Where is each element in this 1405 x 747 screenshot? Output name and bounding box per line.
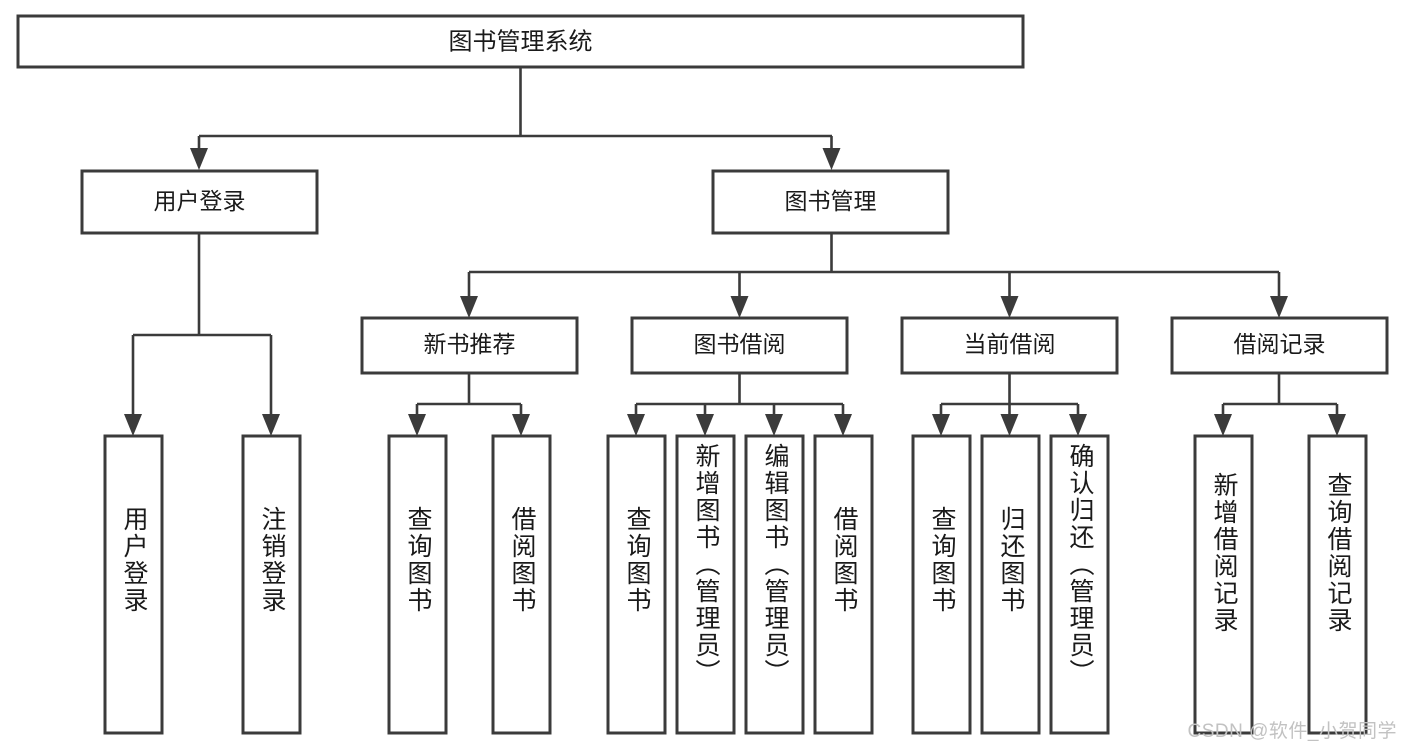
node-root-box[interactable] <box>16 14 1025 69</box>
node-book-manage-box[interactable] <box>711 169 950 235</box>
arrowhead-leaf-confirm-return <box>1069 414 1087 436</box>
arrowhead-leaf-edit-book <box>765 414 783 436</box>
connector-group-new-book-recommend <box>408 373 530 436</box>
leaf-box-borrow-book-2[interactable] <box>813 434 874 735</box>
leaf-box-query-book-2[interactable] <box>606 434 667 735</box>
leaf-boxes <box>103 434 1368 735</box>
connector-group-root <box>190 67 841 170</box>
arrowhead-leaf-query-record <box>1328 414 1346 436</box>
node-current-borrow-box[interactable] <box>900 316 1119 375</box>
arrowhead-leaf-borrow-book-1 <box>512 414 530 436</box>
node-current-borrow[interactable]: 当前借阅 <box>900 316 1119 375</box>
leaf-box-user-login[interactable] <box>103 434 164 735</box>
connector-group-user-login <box>124 233 280 436</box>
leaf-box-confirm-return[interactable] <box>1049 434 1110 735</box>
arrowhead-leaf-query-book-1 <box>408 414 426 436</box>
node-new-book-recommend-box[interactable] <box>360 316 579 375</box>
arrowhead-leaf-query-book-3 <box>932 414 950 436</box>
arrowhead-leaf-user-login <box>124 414 142 436</box>
leaf-box-user-logout[interactable] <box>241 434 302 735</box>
arrowhead-leaf-user-logout <box>262 414 280 436</box>
connector-group-borrow-record <box>1214 373 1346 436</box>
connector-group-book-borrow <box>627 373 852 436</box>
node-user-login-label: 用户登录 <box>154 188 246 214</box>
leaf-box-add-record[interactable] <box>1193 434 1254 735</box>
arrowhead-leaf-add-book <box>696 414 714 436</box>
leaf-box-edit-book[interactable] <box>744 434 805 735</box>
node-user-login-box[interactable] <box>80 169 319 235</box>
arrowhead-borrow-record <box>1270 296 1288 318</box>
arrowhead-leaf-return-book <box>1000 414 1019 436</box>
node-book-manage[interactable]: 图书管理 <box>711 169 950 235</box>
arrowhead-leaf-borrow-book-2 <box>834 414 852 436</box>
node-book-manage-label: 图书管理 <box>785 188 877 214</box>
leaf-box-add-book[interactable] <box>675 434 736 735</box>
connector-group-current-borrow <box>932 373 1087 436</box>
node-root[interactable]: 图书管理系统 <box>16 14 1025 69</box>
arrowhead-book-borrow <box>730 296 749 318</box>
leaf-box-query-book-3[interactable] <box>911 434 972 735</box>
arrowhead-book-manage <box>822 148 841 170</box>
arrowhead-leaf-add-record <box>1214 414 1232 436</box>
node-new-book-recommend[interactable]: 新书推荐 <box>360 316 579 375</box>
node-borrow-record-label: 借阅记录 <box>1234 331 1326 357</box>
arrowhead-user-login <box>190 148 208 170</box>
node-book-borrow-box[interactable] <box>630 316 849 375</box>
leaf-box-query-book-1[interactable] <box>387 434 448 735</box>
leaf-box-query-record[interactable] <box>1307 434 1368 735</box>
arrowhead-new-book-recommend <box>460 296 478 318</box>
node-borrow-record-box[interactable] <box>1170 316 1389 375</box>
connector-group-book-manage <box>460 233 1288 318</box>
leaf-box-return-book[interactable] <box>980 434 1041 735</box>
node-current-borrow-label: 当前借阅 <box>964 331 1056 357</box>
node-book-borrow-label: 图书借阅 <box>694 331 786 357</box>
arrowhead-leaf-query-book-2 <box>627 414 645 436</box>
node-root-label: 图书管理系统 <box>449 28 593 55</box>
node-book-borrow[interactable]: 图书借阅 <box>630 316 849 375</box>
node-new-book-recommend-label: 新书推荐 <box>424 331 516 357</box>
leaf-box-borrow-book-1[interactable] <box>491 434 552 735</box>
node-borrow-record[interactable]: 借阅记录 <box>1170 316 1389 375</box>
csdn-watermark: CSDN @软件_小贺同学 <box>1187 721 1397 742</box>
node-user-login[interactable]: 用户登录 <box>80 169 319 235</box>
arrowhead-current-borrow <box>1000 296 1019 318</box>
